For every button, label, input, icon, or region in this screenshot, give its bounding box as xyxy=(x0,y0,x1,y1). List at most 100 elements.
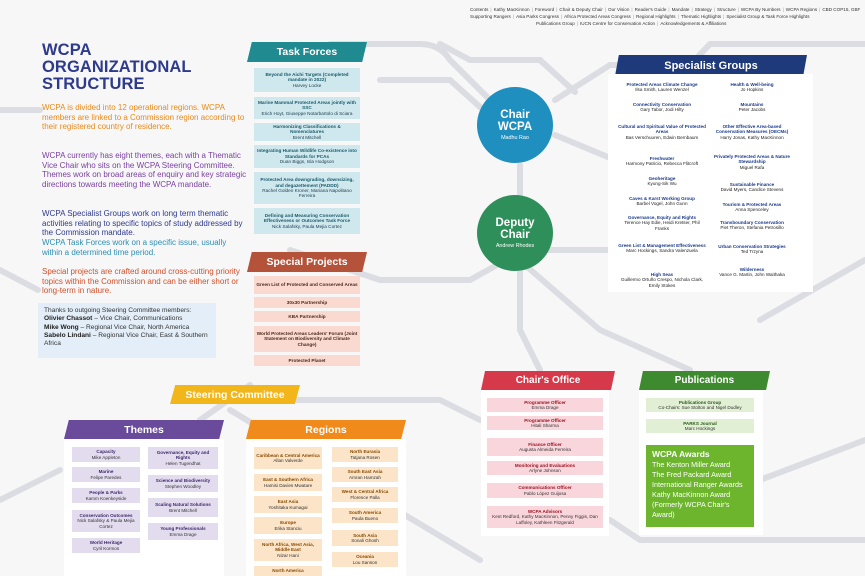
office-role: Monitoring and Evaluations xyxy=(514,462,576,468)
specialist-groups-panel xyxy=(608,74,813,292)
nav-link[interactable]: Asia Parks Congress xyxy=(516,14,559,19)
specialist-group-people: Guillermo Ortuño Crespo, Nichola Clark, … xyxy=(620,277,704,288)
region-name: West & Central Africa xyxy=(341,489,389,495)
theme-name: Conservation Outcomes xyxy=(79,513,133,519)
nav-link[interactable]: Foreword xyxy=(534,7,555,12)
theme-name: Marine xyxy=(98,469,114,475)
office-role: WCPA Advisors xyxy=(527,509,563,515)
nav-separator: | xyxy=(576,21,579,26)
chair-name: Madhu Rao xyxy=(501,135,529,141)
nav-link[interactable]: Strategy xyxy=(694,7,712,12)
specialist-group-name: Freshwater xyxy=(649,156,675,161)
region-people: Sonali Ghosh xyxy=(351,538,379,543)
nav-link[interactable]: Kathy MacKinnon xyxy=(493,7,530,12)
region-people: Nizar Hani xyxy=(277,552,299,558)
nav-link[interactable]: Thematic Highlights xyxy=(680,14,722,19)
member-name: Olivier Chassot xyxy=(44,315,93,323)
nav-link[interactable]: Chair & Deputy Chair xyxy=(559,7,603,12)
intro-specialist-text: WCPA Specialist Groups work on long term… xyxy=(42,209,243,238)
specialist-group-people: Ilsa Smith, Lauren Wenzel xyxy=(635,87,689,93)
task-force-item: Integrating Human Wildlife Co-existence … xyxy=(254,145,360,168)
region-people: Hamisi Davies Mwatare xyxy=(263,482,313,488)
steering-member: Olivier Chassot – Vice Chair, Communicat… xyxy=(44,315,210,323)
nav-link[interactable]: Acknowledgements & Affiliations xyxy=(660,21,727,26)
region-name: Caribbean & Central America xyxy=(256,452,320,458)
intro-regions-text: WCPA is divided into 12 operational regi… xyxy=(42,103,245,132)
nav-separator: | xyxy=(668,7,670,12)
region-name: South East Asia xyxy=(347,469,383,475)
deputy-chair-circle: Deputy Chair Andrew Rhodes xyxy=(477,195,553,271)
nav-separator: | xyxy=(819,7,821,12)
nav-link[interactable]: Regional Highlights xyxy=(636,14,676,19)
specialist-group-name: Cultural and Spiritual Value of Protecte… xyxy=(618,124,706,135)
nav-link[interactable]: Specialist Group & Task Force Highlights xyxy=(726,14,810,19)
specialist-group-people: Anna Spenceley xyxy=(735,207,769,213)
nav-link[interactable]: CBD COP15, GBF & 30x30 xyxy=(822,7,860,12)
specialist-group-people: Kyung-Sik Wu xyxy=(647,181,677,187)
theme-people: Cyril Kormos xyxy=(92,545,120,551)
task-force-people: Brent Mitchell xyxy=(292,134,322,140)
nav-link[interactable]: Structure xyxy=(717,7,736,12)
specialist-group-people: Jo Hopkins xyxy=(740,87,764,93)
specialist-group-name: Urban Conservation Strategies xyxy=(718,244,786,249)
theme-people: Nick Salafsky & Paula Mejia Cortez xyxy=(77,518,135,529)
theme-name: World Heritage xyxy=(89,540,123,546)
member-role: – Regional Vice Chair, North America xyxy=(78,323,190,331)
office-people: Augusta Almeida Ferreira xyxy=(519,447,571,452)
specialist-group-people: Peter Jacobs xyxy=(738,107,766,113)
nav-link[interactable]: Our Vision xyxy=(608,7,630,12)
specialist-group-people: Bas Verschuuren, Edwin Bernbaum xyxy=(625,134,699,140)
theme-name: Science and Biodiversity xyxy=(155,478,211,484)
region-name: East & Southern Africa xyxy=(263,477,313,483)
award-item: (Formerly WCPA Chair's Award) xyxy=(652,500,730,519)
nav-link[interactable]: Reader's Guide xyxy=(634,7,667,12)
nav-link[interactable]: WCPA Regions xyxy=(785,7,818,12)
deputy-title: Deputy xyxy=(495,217,535,229)
theme-people: Kamm Koenkeyside xyxy=(85,495,127,501)
nav-link[interactable]: Publications Group xyxy=(536,21,575,26)
specialist-group-name: Health & Well-being xyxy=(730,82,774,87)
nav-link[interactable]: Africa Protected Areas Congress xyxy=(564,14,631,19)
steering-members-box: Thanks to outgoing Steering Committee me… xyxy=(38,303,216,358)
task-force-people: Erich Hoyt, Giuseppe Notarbartolo di Sci… xyxy=(261,110,353,116)
specialist-group-name: Governance, Equity and Rights xyxy=(627,215,697,220)
task-force-people: Nick Salafsky, Paula Mejia Cortez xyxy=(272,223,342,229)
nav-link[interactable]: Contents xyxy=(470,7,489,12)
nav-link[interactable]: IUCN Centre for Conservation Action xyxy=(580,21,656,26)
intro-special-text: Special projects are crafted around cros… xyxy=(42,267,240,296)
region-people: Florence Palla xyxy=(350,494,380,500)
specialist-group-name: Protected Areas Climate Change xyxy=(626,82,698,87)
nav-link[interactable]: Supporting Rangers xyxy=(470,14,511,19)
special-project-item: KBA Partnership xyxy=(254,311,360,322)
specialist-group-people: Harmony Patricio, Rebecca Flitcroft xyxy=(625,161,699,167)
task-force-item: Defining and Measuring Conservation Effe… xyxy=(254,208,360,234)
nav-link[interactable]: Mandate xyxy=(671,7,690,12)
task-force-item: Marine Mammal Protected Areas jointly wi… xyxy=(254,97,360,119)
specialist-group-people: Harry Jonas, Kathy MacKinnon xyxy=(720,134,784,140)
theme-name: Capacity xyxy=(96,449,116,455)
intro-taskforce-text: WCPA Task Forces work on a specific issu… xyxy=(42,238,227,257)
member-name: Mike Wong xyxy=(44,323,79,331)
task-force-people: Duan Biggs, Isla Hodgson xyxy=(279,159,335,165)
nav-link[interactable]: WCPA By Numbers xyxy=(740,7,781,12)
steering-members-intro: Thanks to outgoing Steering Committee me… xyxy=(44,307,192,314)
nav-separator: | xyxy=(556,7,558,12)
region-name: South Asia xyxy=(353,532,377,538)
